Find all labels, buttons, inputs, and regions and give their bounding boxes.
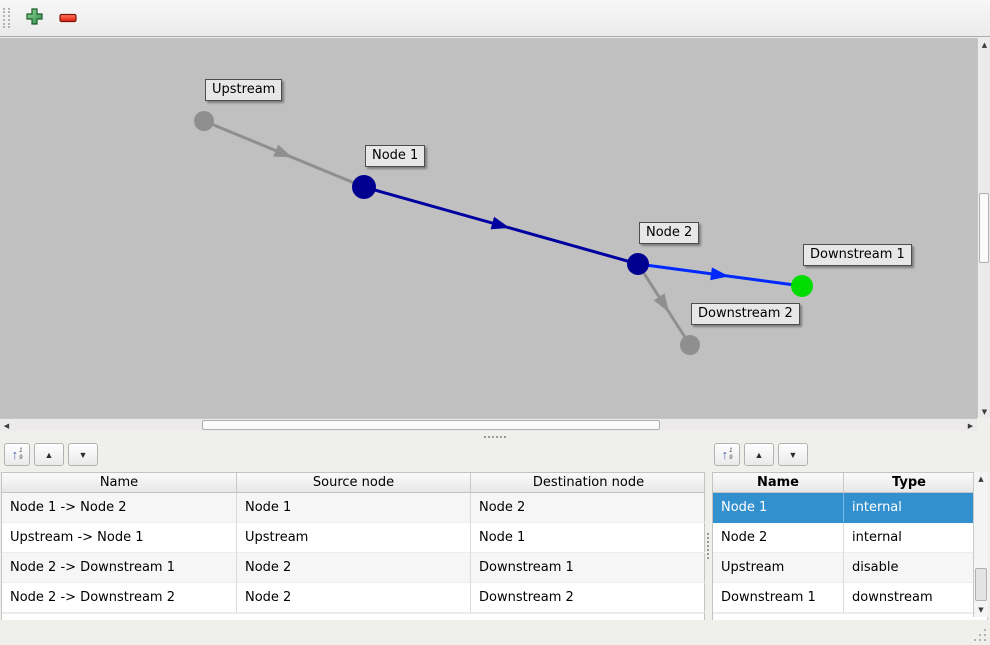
toolbar-drag-handle[interactable] bbox=[3, 8, 10, 28]
edges-move-up-button[interactable]: ▲ bbox=[34, 443, 64, 466]
table-cell[interactable]: Node 2 bbox=[237, 553, 471, 583]
vertical-splitter[interactable] bbox=[704, 472, 712, 620]
canvas-horizontal-scrollbar[interactable]: ◀ ▶ bbox=[0, 418, 977, 431]
table-cell[interactable]: downstream bbox=[844, 583, 974, 613]
nodes-table-scrollbar[interactable]: ▲ ▼ bbox=[973, 472, 988, 617]
scroll-left-icon[interactable]: ◀ bbox=[3, 421, 10, 430]
up-arrow-icon: ▲ bbox=[754, 449, 764, 460]
table-cell[interactable]: Upstream -> Node 1 bbox=[2, 523, 237, 553]
vertical-scrollbar-thumb[interactable] bbox=[979, 193, 989, 263]
nodes-move-up-button[interactable]: ▲ bbox=[744, 443, 774, 466]
edge-arrow-icon bbox=[273, 144, 293, 158]
add-button[interactable] bbox=[20, 4, 48, 32]
table-cell[interactable]: Node 1 -> Node 2 bbox=[2, 493, 237, 523]
add-icon bbox=[25, 8, 43, 28]
node-label-node-1[interactable]: Node 1 bbox=[365, 145, 426, 167]
edge-arrow-icon bbox=[653, 293, 669, 313]
table-cell[interactable]: disable bbox=[844, 553, 974, 583]
node-label-downstream-2[interactable]: Downstream 2 bbox=[691, 303, 800, 325]
column-header-name[interactable]: Name bbox=[713, 473, 844, 492]
column-header-type[interactable]: Type bbox=[892, 475, 926, 490]
table-cell[interactable]: Downstream 1 bbox=[713, 583, 844, 613]
scroll-down-icon[interactable]: ▼ bbox=[978, 606, 984, 614]
scroll-down-icon[interactable]: ▼ bbox=[981, 407, 988, 416]
window-resize-grip[interactable] bbox=[972, 627, 986, 641]
table-cell[interactable]: Node 2 -> Downstream 1 bbox=[2, 553, 237, 583]
table-cell[interactable]: Node 2 bbox=[471, 493, 706, 523]
canvas-vertical-scrollbar[interactable]: ▲ ▼ bbox=[977, 38, 990, 418]
graph-node-downstream-1[interactable] bbox=[791, 275, 813, 297]
up-arrow-icon: ▲ bbox=[44, 449, 54, 460]
graph-node-downstream-2[interactable] bbox=[680, 335, 700, 355]
scroll-right-icon[interactable]: ▶ bbox=[967, 421, 974, 430]
remove-button[interactable] bbox=[54, 4, 82, 32]
table-cell[interactable]: Node 1 bbox=[237, 493, 471, 523]
down-arrow-icon: ▼ bbox=[78, 449, 88, 460]
scroll-up-icon[interactable]: ▲ bbox=[978, 475, 984, 483]
main-toolbar bbox=[0, 0, 990, 37]
table-cell[interactable]: Node 2 bbox=[237, 583, 471, 613]
scroll-up-icon[interactable]: ▲ bbox=[981, 40, 988, 49]
table-cell[interactable]: Node 2 -> Downstream 2 bbox=[2, 583, 237, 613]
horizontal-scrollbar-thumb[interactable] bbox=[202, 420, 660, 430]
edge-arrow-icon bbox=[710, 267, 729, 281]
table-cell[interactable]: Downstream 2 bbox=[471, 583, 706, 613]
table-cell[interactable]: internal bbox=[844, 523, 974, 553]
edge-arrow-icon bbox=[490, 216, 510, 230]
table-empty-row bbox=[713, 613, 987, 620]
column-header-source-node[interactable]: Source node bbox=[237, 473, 471, 492]
remove-icon bbox=[59, 11, 77, 26]
table-cell[interactable]: Node 1 bbox=[471, 523, 706, 553]
table-empty-row bbox=[2, 613, 704, 620]
table-cell[interactable]: Upstream bbox=[713, 553, 844, 583]
table-header: Name Type bbox=[713, 473, 987, 493]
node-label-downstream-1[interactable]: Downstream 1 bbox=[803, 244, 912, 266]
node-label-upstream[interactable]: Upstream bbox=[205, 79, 283, 101]
edges-move-down-button[interactable]: ▼ bbox=[68, 443, 98, 466]
column-header-name[interactable]: Name bbox=[2, 473, 237, 492]
column-header-destination-node[interactable]: Destination node bbox=[532, 475, 645, 490]
down-arrow-icon: ▼ bbox=[788, 449, 798, 460]
graph-node-node-1[interactable] bbox=[352, 175, 376, 199]
table-cell[interactable]: Downstream 1 bbox=[471, 553, 706, 583]
table-cell[interactable]: Node 1 bbox=[713, 493, 844, 523]
table-cell[interactable]: Upstream bbox=[237, 523, 471, 553]
graph-node-node-2[interactable] bbox=[627, 253, 649, 275]
horizontal-splitter[interactable] bbox=[0, 432, 990, 442]
table-row[interactable]: Node 1 internal bbox=[713, 493, 987, 523]
nodes-move-down-button[interactable]: ▼ bbox=[778, 443, 808, 466]
node-label-node-2[interactable]: Node 2 bbox=[639, 222, 700, 244]
table-cell[interactable]: internal bbox=[852, 500, 902, 515]
graph-node-upstream[interactable] bbox=[194, 111, 214, 131]
nodes-scrollbar-thumb[interactable] bbox=[975, 568, 987, 601]
table-cell[interactable]: Node 2 bbox=[713, 523, 844, 553]
